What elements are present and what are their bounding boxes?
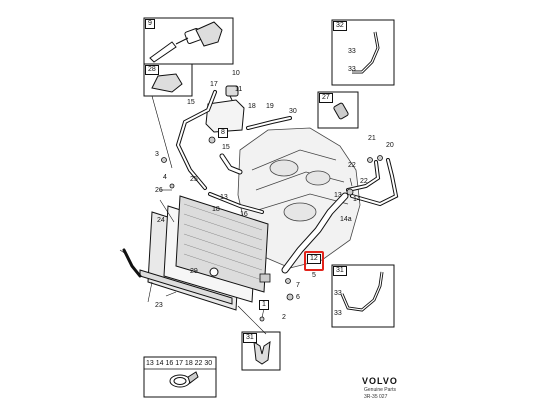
callout-15: 15	[187, 99, 195, 106]
hose-31	[340, 271, 384, 312]
inset-box-31	[331, 264, 395, 328]
callout-31-hose: 31	[333, 266, 347, 276]
inset-box-connector	[143, 63, 193, 97]
callout-27: 27	[319, 93, 333, 103]
callout-23: 23	[155, 302, 163, 309]
callout-1: 1	[259, 300, 269, 310]
callout-11: 11	[235, 86, 243, 93]
callout-8: 8	[218, 128, 228, 138]
highlight-callout-12	[304, 251, 324, 271]
callout-22b: 22	[360, 178, 368, 185]
callout-14: 14	[353, 196, 361, 203]
callout-13: 13	[220, 194, 228, 201]
callout-4: 4	[163, 174, 167, 181]
callout-9: 9	[145, 19, 155, 29]
callout-5: 5	[312, 272, 316, 279]
callout-32: 32	[333, 21, 347, 31]
callout-7: 7	[296, 282, 300, 289]
hoses	[122, 90, 399, 278]
callout-12: 12	[307, 254, 321, 264]
callout-31-clip: 31	[243, 333, 257, 343]
callout-33c: 33	[334, 290, 342, 297]
callout-33b: 33	[348, 66, 356, 73]
callout-18b: 18	[212, 206, 220, 213]
volvo-logo: VOLVO	[362, 376, 398, 386]
callout-21: 21	[368, 135, 376, 142]
callout-33a: 33	[348, 48, 356, 55]
callout-29: 29	[190, 268, 198, 275]
callout-19: 19	[266, 103, 274, 110]
expansion-tank	[205, 85, 245, 133]
clamp-box	[143, 356, 217, 398]
callout-18: 18	[248, 103, 256, 110]
callout-28: 28	[145, 65, 159, 75]
callout-3: 3	[155, 151, 159, 158]
callout-16: 16	[240, 211, 248, 218]
clamp-box-label: 13 14 16 17 18 22 30	[146, 360, 213, 367]
callout-14a: 14a	[340, 216, 352, 223]
callout-22: 22	[348, 162, 356, 169]
sensor-27	[333, 102, 349, 120]
callout-6: 6	[296, 294, 300, 301]
callout-10: 10	[232, 70, 240, 77]
callout-26: 26	[155, 187, 163, 194]
callout-13b: 13	[334, 192, 342, 199]
clip-part	[253, 340, 271, 365]
callout-17: 17	[210, 81, 218, 88]
callout-2: 2	[282, 314, 286, 321]
hardware	[161, 136, 383, 322]
callout-25: 25	[190, 176, 198, 183]
callout-20: 20	[386, 142, 394, 149]
callout-24: 24	[157, 217, 165, 224]
engine-block	[237, 127, 361, 269]
reference-code: 3R-35 027	[364, 394, 388, 400]
sensor-part	[149, 21, 223, 63]
inset-box-27	[317, 91, 359, 129]
callout-30: 30	[289, 108, 297, 115]
leader-lines	[119, 95, 353, 335]
inset-box-pipe-32	[331, 19, 395, 86]
hose-clamp	[169, 371, 199, 388]
callout-33d: 33	[334, 310, 342, 317]
connector-part	[151, 73, 183, 93]
inset-box-clip	[241, 331, 281, 371]
callout-15b: 15	[222, 144, 230, 151]
logo-subtitle: Genuine Parts	[364, 387, 396, 393]
